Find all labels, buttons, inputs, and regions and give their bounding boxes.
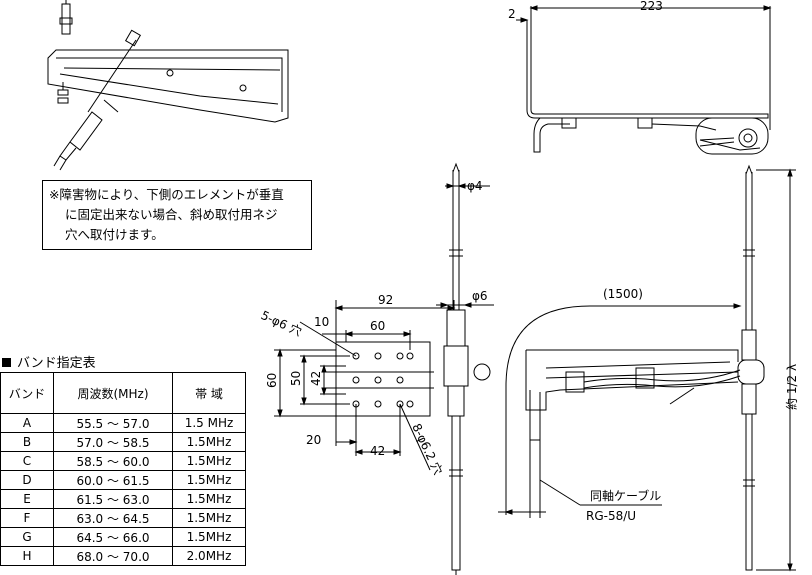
dimension-labels: 2 223 φ4 φ6 92 10 60 5-φ6 穴 60 50 42 20 … xyxy=(259,0,799,523)
header-bandwidth: 帯 域 xyxy=(172,372,246,414)
dim-10: 10 xyxy=(314,315,329,329)
dim-50: 50 xyxy=(289,371,303,386)
cable-label: 同軸ケーブル xyxy=(590,488,661,503)
note-line-1: ※障害物により、下側のエレメントが垂直 xyxy=(49,187,284,202)
note-line-3: 穴へ取付けます。 xyxy=(65,227,164,242)
cable-type: RG-58/U xyxy=(586,509,636,523)
oblique-mount-detail xyxy=(47,0,289,171)
dim-20: 20 xyxy=(306,433,321,447)
side-view-bracket xyxy=(516,5,772,155)
dim-phi6: φ6 xyxy=(472,289,488,303)
right-side-view xyxy=(498,164,796,572)
square-bullet-icon xyxy=(2,358,11,367)
half-wave: 約 1/2 λ xyxy=(784,364,799,410)
dim-2: 2 xyxy=(508,7,516,21)
holes-6: 5-φ6 穴 xyxy=(259,307,305,339)
oblique-mount-note: ※障害物により、下側のエレメントが垂直 に固定出来ない場合、斜め取付用ネジ 穴へ… xyxy=(42,180,312,250)
dim-phi4: φ4 xyxy=(467,179,483,193)
header-frequency: 周波数(MHz) xyxy=(53,372,173,414)
note-line-2: に固定出来ない場合、斜め取付用ネジ xyxy=(65,207,278,222)
band-table-header: バンド 周波数(MHz) 帯 域 xyxy=(0,372,246,414)
dim-60-top: 60 xyxy=(370,319,385,333)
dim-60-left: 60 xyxy=(265,373,279,388)
band-table-title: バンド指定表 xyxy=(2,352,96,371)
header-band: バンド xyxy=(0,372,54,414)
dim-42-left: 42 xyxy=(309,371,323,386)
front-view xyxy=(274,162,494,575)
dim-223: 223 xyxy=(640,0,663,13)
holes-62: 8-φ6.2 穴 xyxy=(409,421,446,477)
cable-length: (1500) xyxy=(603,287,643,301)
dim-92: 92 xyxy=(378,293,393,307)
dim-42-bottom: 42 xyxy=(370,444,385,458)
